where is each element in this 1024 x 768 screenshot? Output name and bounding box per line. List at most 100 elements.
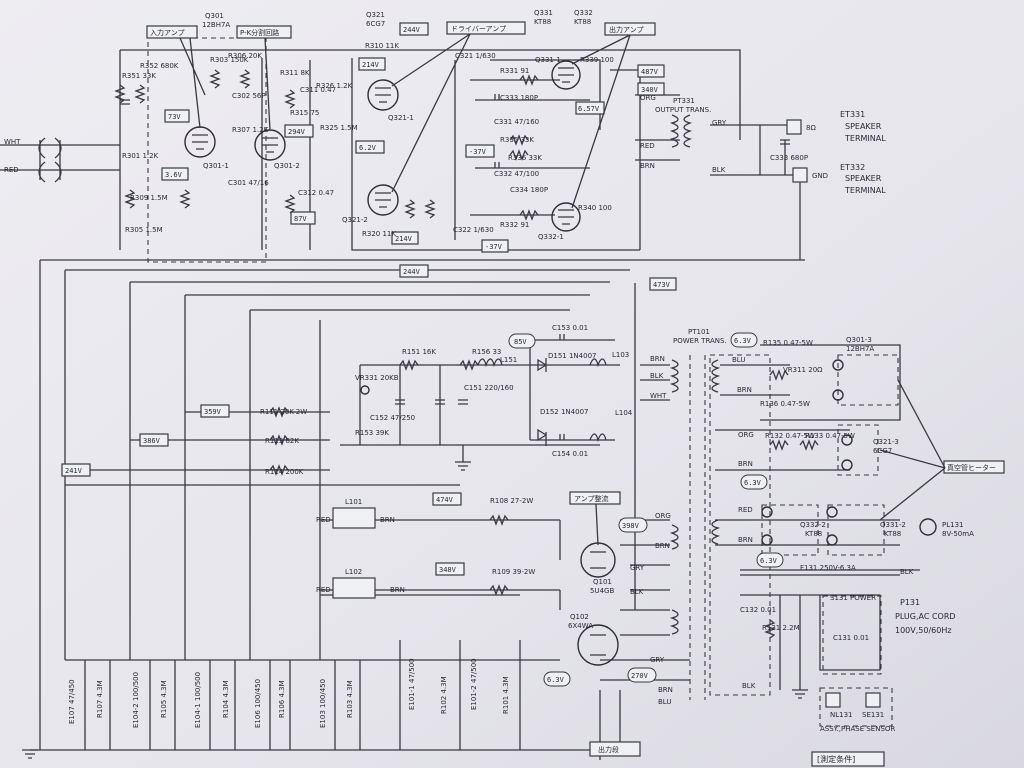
label-q332-1: Q332-1: [538, 233, 564, 241]
label-q331: Q331: [534, 9, 553, 17]
wire-wht-2: WHT: [4, 138, 21, 146]
res-r331: R331 91: [500, 67, 529, 75]
label-q331-1: Q331-1: [535, 56, 561, 64]
wire-red-1: RED: [316, 516, 331, 524]
res-r351: R351 33K: [122, 72, 156, 80]
bottom-cap-6: E106 100/450: [254, 679, 262, 728]
wire-brn-5: BRN: [737, 386, 752, 394]
res-r310: R310 11K: [365, 42, 399, 50]
label-q301-3: Q301-3: [846, 336, 872, 344]
semi-d151: D151 1N4007: [548, 352, 596, 360]
volt-6-3a: 6.3V: [734, 337, 752, 345]
label-q102: Q102: [570, 613, 589, 621]
res-vr311: VR311 20Ω: [783, 366, 823, 374]
res-r132: R132 0.47-5W: [765, 432, 815, 440]
res-r113: R113 82K: [265, 437, 299, 445]
label-f131: F131 250V-6.3A: [800, 564, 856, 572]
res-r135: R135 0.47-5W: [763, 339, 813, 347]
volt-473: 473V: [653, 281, 671, 289]
label-pt331-desc: OUTPUT TRANS.: [655, 106, 711, 114]
callout-lines: [179, 33, 946, 742]
label-q101-type: 5U4GB: [590, 587, 614, 595]
cap-c331: C331 47/160: [494, 118, 539, 126]
label-s131: S131 POWER: [830, 594, 876, 602]
label-et332-desc1: SPEAKER: [845, 174, 882, 183]
volt-359: 359V: [204, 408, 222, 416]
cap-c333: C333 180P: [500, 94, 538, 102]
label-q332-2: Q332-2: [800, 521, 826, 529]
wire-org-1: ORG: [640, 94, 656, 102]
stage-heater: 真空管ヒーター: [947, 463, 996, 472]
wire-red-5: RED: [4, 166, 19, 174]
cap-c151: C151 220/160: [464, 384, 514, 392]
volt-87: 87V: [294, 215, 307, 223]
cap-c322: C322 1/630: [453, 226, 494, 234]
text-layer: Q301 12BH7A Q301-1 Q301-2 Q321 6CG7 Q321…: [4, 9, 996, 764]
res-r111: R111 20K-2W: [260, 408, 307, 416]
label-q301-type: 12BH7A: [202, 21, 230, 29]
bottom-cap-8: E103 100/450: [319, 679, 327, 728]
res-r133: R133 0.47-5W: [805, 432, 855, 440]
res-r108: R108 27-2W: [490, 497, 533, 505]
bottom-cap-12: E101-2 47/500: [470, 658, 478, 710]
wire-brn-3: BRN: [390, 586, 405, 594]
tube-q102: [577, 624, 619, 666]
bottom-cap-4: E104-1 100/500: [194, 672, 202, 728]
tube-symbols: [184, 60, 937, 727]
semi-l102: L102: [345, 568, 362, 576]
label-q331-2-type: KT88: [884, 530, 901, 538]
volt-6-3b: 6.3V: [744, 479, 762, 487]
voltage-markers: [61, 21, 1005, 767]
stage-output-bottom: 出力段: [598, 745, 619, 754]
label-8ohm: 8Ω: [806, 124, 816, 132]
stage-amp-rect: アンプ整流: [574, 494, 609, 503]
res-r335: R335 33K: [500, 136, 534, 144]
label-et331-desc1: SPEAKER: [845, 122, 882, 131]
res-r352: R352 680K: [140, 62, 179, 70]
res-r340: R340 100: [578, 204, 612, 212]
res-r332: R332 91: [500, 221, 529, 229]
volt-minus37a: -37V: [469, 148, 487, 156]
cap-c321: C321 1/630: [455, 52, 496, 60]
wire-wht-1: WHT: [650, 392, 667, 400]
label-q332: Q332: [574, 9, 593, 17]
volt-340: 340V: [641, 86, 659, 94]
semi-l103: L103: [612, 351, 629, 359]
wire-gry-2: GRY: [630, 564, 645, 572]
label-q301-1: Q301-1: [203, 162, 229, 170]
component-glyphs: [22, 69, 819, 759]
res-r339: R339 100: [580, 56, 614, 64]
volt-398: 398V: [622, 522, 640, 530]
volt-6-2: 6.2V: [359, 144, 377, 152]
wire-blk-4: BLK: [630, 588, 644, 596]
volt-6-3d: 6.3V: [547, 676, 565, 684]
label-q321-2: Q321-2: [342, 216, 368, 224]
bottom-cap-3: R105 4.3M: [160, 680, 168, 718]
cap-c333b: C333 680P: [770, 154, 808, 162]
cap-c332: C332 47/100: [494, 170, 539, 178]
volt-244b: 244V: [403, 268, 421, 276]
volt-270: 270V: [631, 672, 649, 680]
res-r109: R109 39-2W: [492, 568, 535, 576]
tube-q321-1: [367, 79, 399, 111]
label-gnd: GND: [812, 172, 828, 180]
cap-c302: C302 56P: [232, 92, 266, 100]
stage-input-amp: 入力アンプ: [150, 28, 185, 37]
label-q321-1: Q321-1: [388, 114, 414, 122]
label-q321: Q321: [366, 11, 385, 19]
wire-blk-3: BLK: [900, 568, 914, 576]
wire-blk-5: BLK: [742, 682, 756, 690]
cap-c153: C153 0.01: [552, 324, 588, 332]
label-nl131: NL131: [830, 711, 853, 719]
res-r336: R336 33K: [508, 154, 542, 162]
cap-c312: C312 0.47: [298, 189, 334, 197]
res-r151: R151 16K: [402, 348, 436, 356]
res-r114: R114 200K: [265, 468, 304, 476]
volt-474: 474V: [436, 496, 454, 504]
res-r325: R325 1.5M: [320, 124, 358, 132]
stage-output-amp: 出力アンプ: [609, 25, 644, 34]
res-r301: R301 1.2K: [122, 152, 159, 160]
res-r311: R311 8K: [280, 69, 310, 77]
